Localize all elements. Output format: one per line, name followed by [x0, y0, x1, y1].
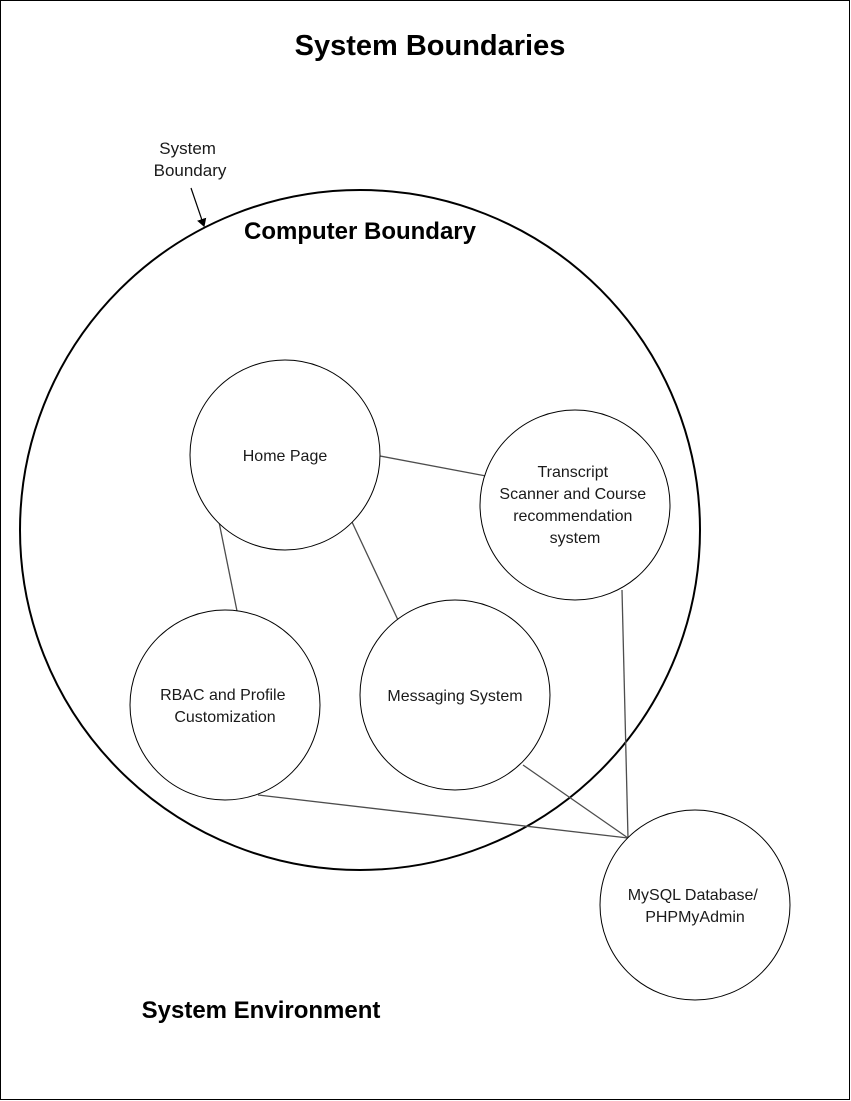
edge-transcript-mysql [621, 589, 629, 839]
system-boundary-annotation: System Boundary [154, 139, 227, 180]
computer-boundary-circle [19, 189, 701, 871]
edges-group [218, 455, 629, 839]
annotation-arrow [190, 187, 207, 228]
edge-home-transcript [379, 455, 487, 477]
computer-boundary-label: Computer Boundary [244, 218, 477, 245]
node-label-line: Transcript [538, 464, 609, 481]
edge-home-rbac [218, 521, 238, 612]
node-transcript-scanner[interactable]: Transcript Scanner and Course recommenda… [479, 409, 671, 601]
annotation-line: System [159, 139, 216, 158]
node-circle [189, 359, 381, 551]
diagram-title: System Boundaries [295, 30, 566, 62]
node-label-line: system [550, 530, 601, 547]
node-label: MySQL Database/ PHPMyAdmin [628, 887, 763, 926]
node-label: Home Page [243, 448, 328, 465]
edge-home-messaging [351, 521, 399, 621]
edge-messaging-mysql [522, 764, 629, 839]
node-home-page[interactable]: Home Page [189, 359, 381, 551]
node-label-line: Messaging System [387, 688, 522, 705]
nodes-group: Home Page Transcript Scanner and Course … [129, 359, 791, 1001]
node-messaging-system[interactable]: Messaging System [359, 599, 551, 791]
system-environment-label: System Environment [142, 997, 381, 1024]
node-label-line: Scanner and Course [499, 486, 646, 503]
node-rbac-profile[interactable]: RBAC and Profile Customization [129, 609, 321, 801]
node-label-line: PHPMyAdmin [645, 909, 745, 926]
node-label-line: MySQL Database/ [628, 887, 759, 904]
node-label-line: recommendation [513, 508, 632, 525]
node-label: Messaging System [387, 688, 522, 705]
node-label-line: Customization [174, 709, 275, 726]
node-mysql-database[interactable]: MySQL Database/ PHPMyAdmin [599, 809, 791, 1001]
annotation-line: Boundary [154, 161, 227, 180]
node-circle [479, 409, 671, 601]
node-label: Transcript Scanner and Course recommenda… [499, 464, 650, 547]
node-label-line: RBAC and Profile [160, 687, 285, 704]
edge-rbac-mysql [257, 794, 629, 839]
node-circle [359, 599, 551, 791]
node-label: RBAC and Profile Customization [160, 687, 290, 726]
node-circle [129, 609, 321, 801]
node-circle [599, 809, 791, 1001]
node-label-line: Home Page [243, 448, 328, 465]
